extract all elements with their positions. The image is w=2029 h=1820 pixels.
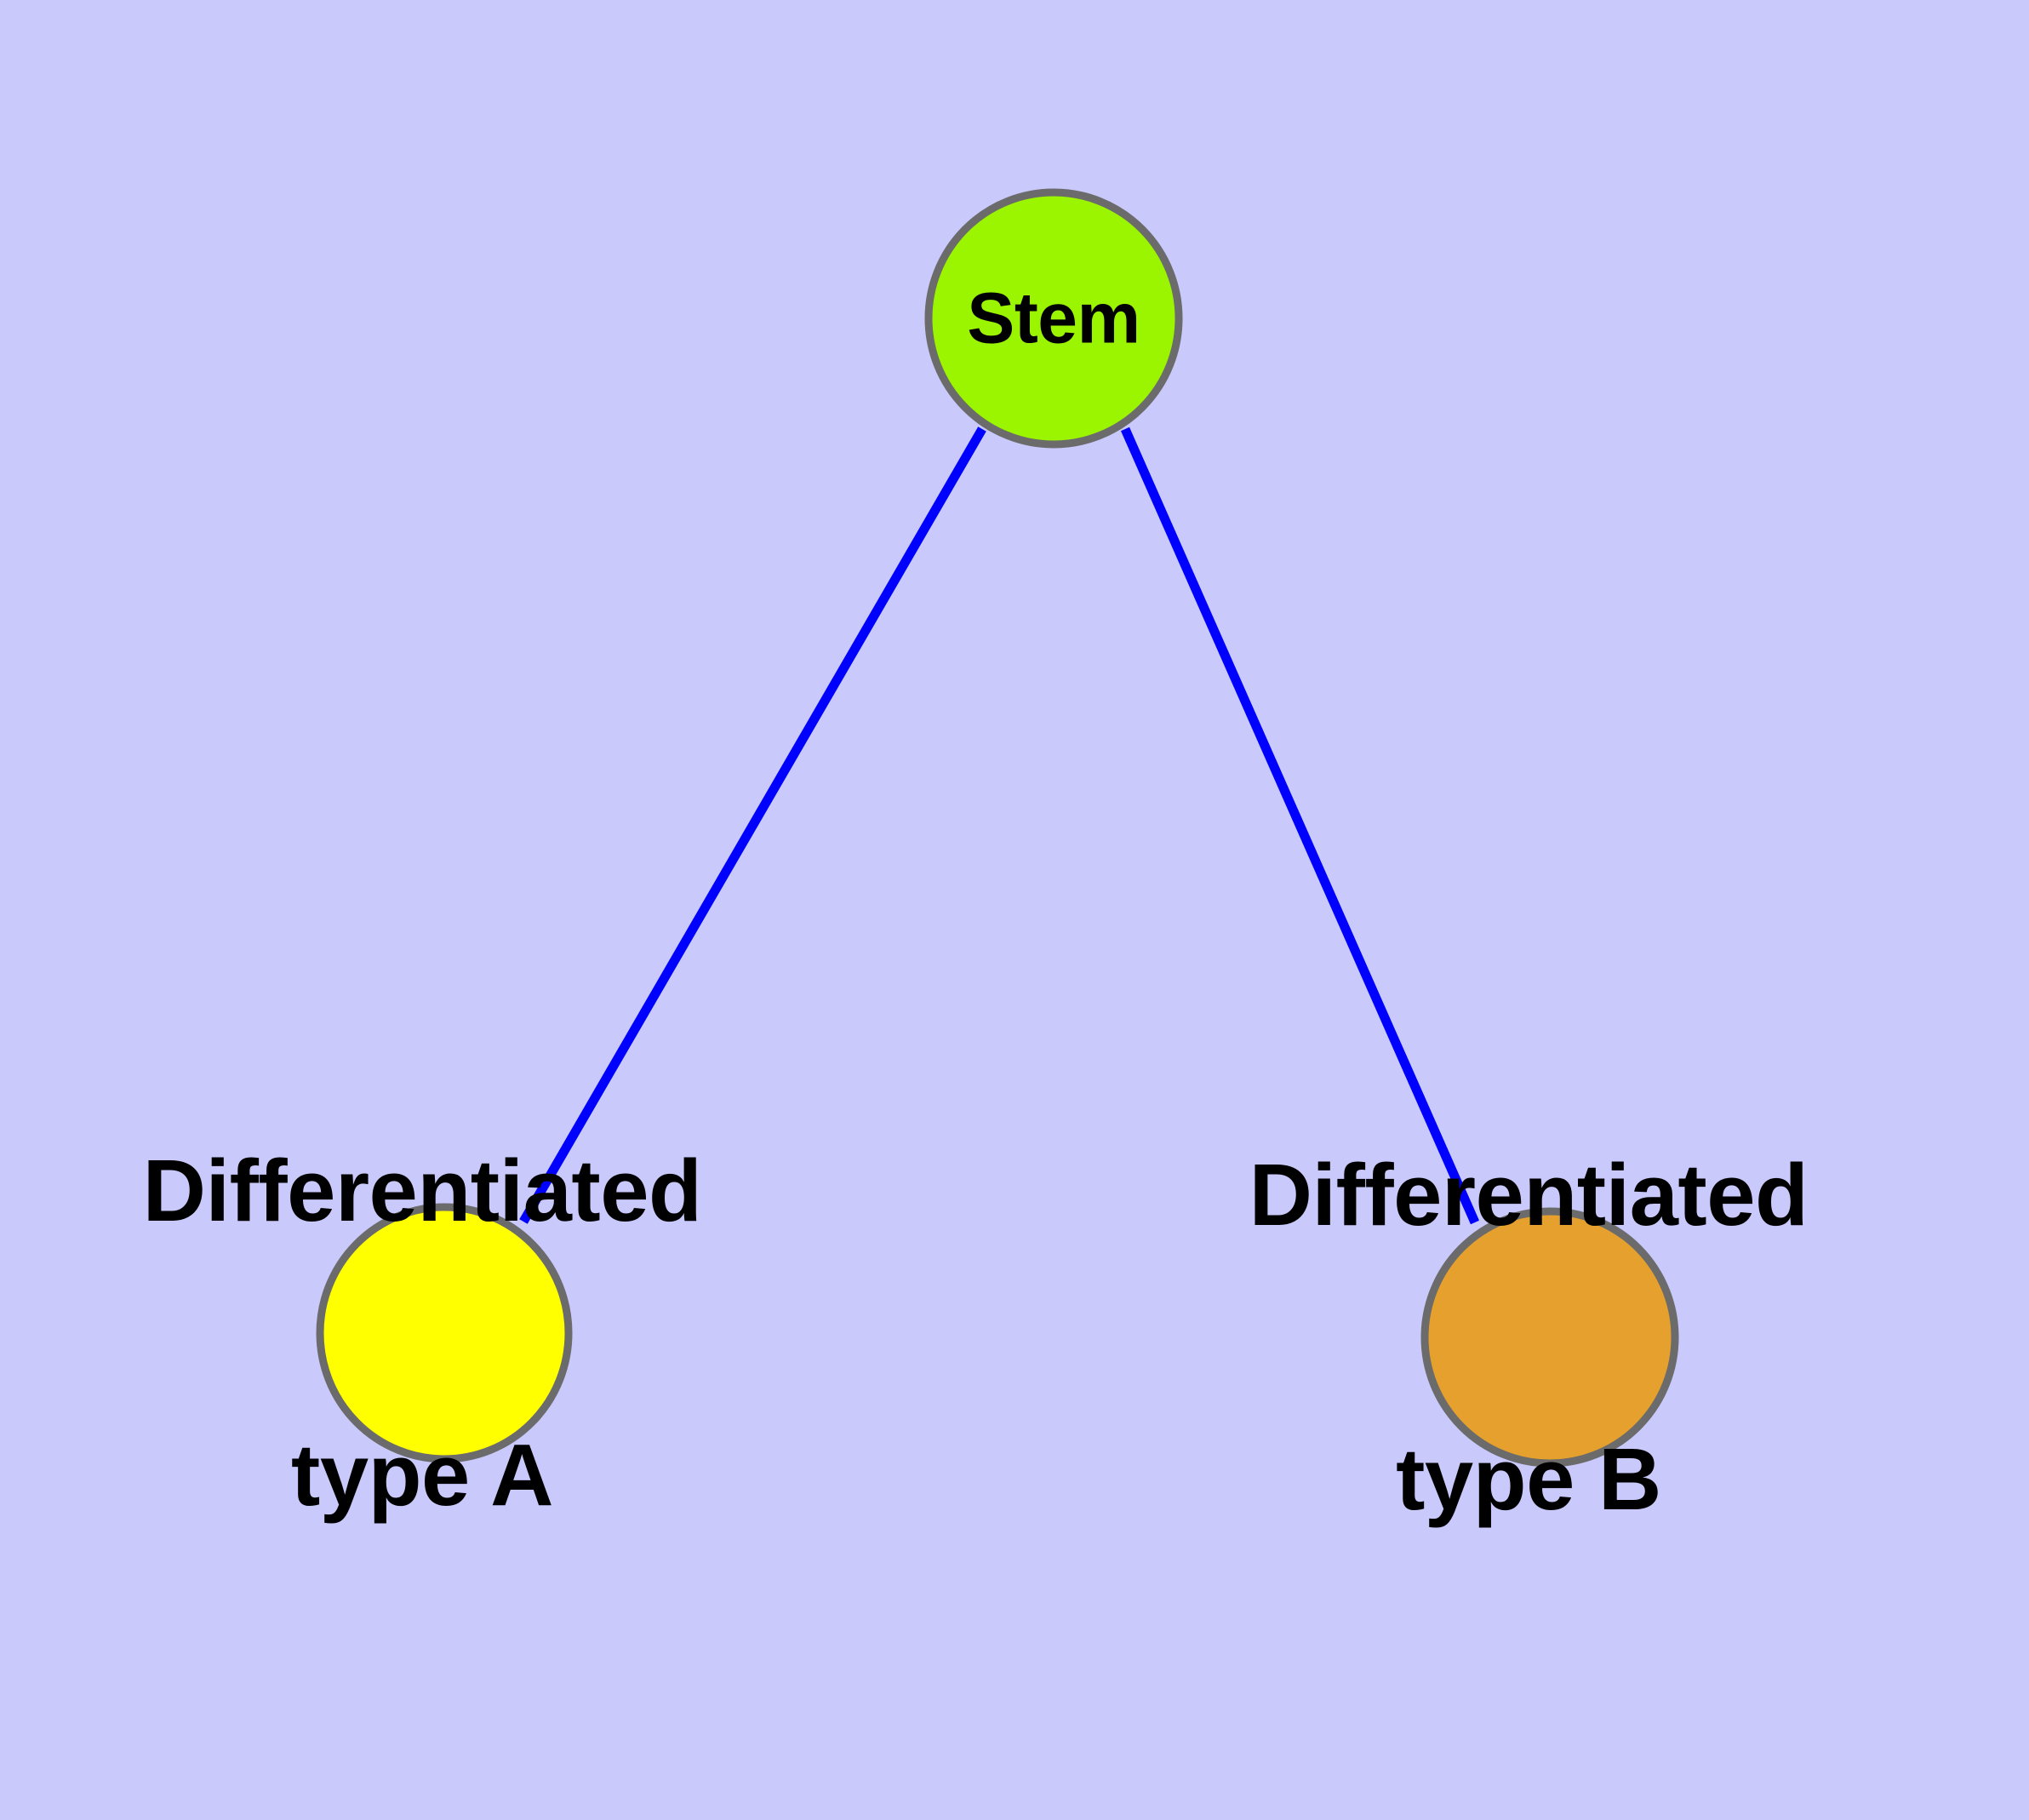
node-differentiated-type-a[interactable] xyxy=(316,1203,573,1463)
edge-stem-to-differentiated-type-a xyxy=(519,426,986,1224)
node-stem[interactable] xyxy=(924,188,1183,449)
node-label-differentiated-type-a: Differentiated type A xyxy=(143,954,702,1712)
node-layer xyxy=(316,188,1679,1468)
node-label-differentiated-type-a-line2: type A xyxy=(291,1426,553,1525)
node-differentiated-type-b[interactable] xyxy=(1420,1207,1679,1468)
node-label-differentiated-type-b-line2: type B xyxy=(1396,1430,1661,1529)
node-label-differentiated-type-b: Differentiated type B xyxy=(1249,959,1809,1716)
edge-stem-to-differentiated-type-b xyxy=(1120,426,1480,1225)
node-label-differentiated-type-a-line1: Differentiated xyxy=(142,1142,702,1240)
node-label-stem: Stem xyxy=(967,278,1140,358)
edge-layer xyxy=(519,426,1480,1225)
node-label-differentiated-type-b-line1: Differentiated xyxy=(1249,1146,1809,1245)
